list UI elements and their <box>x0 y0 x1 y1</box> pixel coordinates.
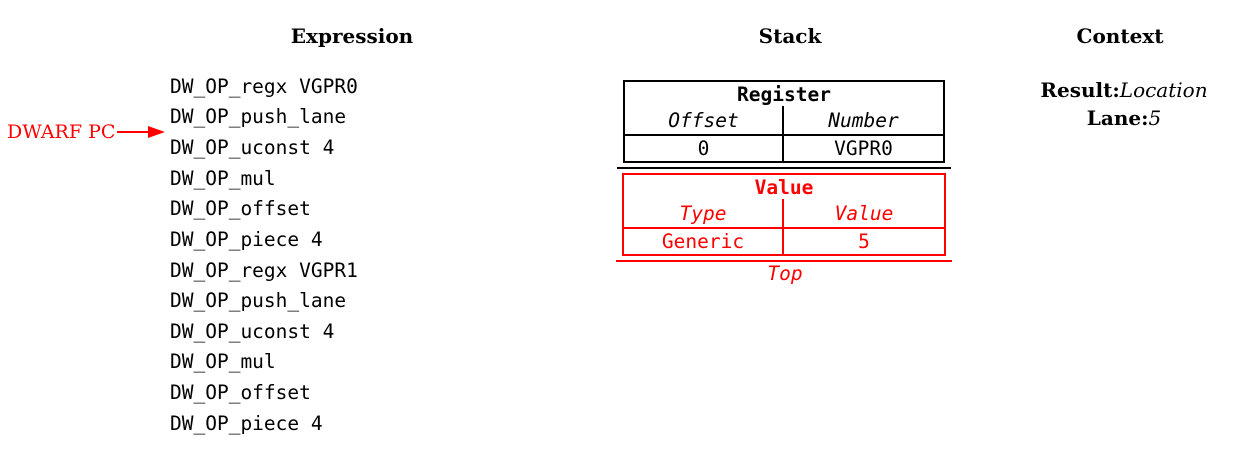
expression-op: DW_OP_mul <box>170 166 276 190</box>
expression-op: DW_OP_offset <box>170 381 311 405</box>
register-offset-header: Offset <box>625 106 784 134</box>
expression-op: DW_OP_piece 4 <box>170 411 323 435</box>
register-number-value: VGPR0 <box>784 134 943 161</box>
context-lane-field: Lane:5 <box>1087 108 1161 128</box>
expression-op: DW_OP_mul <box>170 350 276 374</box>
expression-op: DW_OP_regx VGPR1 <box>170 258 358 282</box>
expression-op: DW_OP_push_lane <box>170 289 347 313</box>
context-result-field: Result:Location <box>1040 80 1207 100</box>
value-value-header: Value <box>834 201 894 225</box>
stack-entry-register: Register Offset Number 0 VGPR0 <box>623 80 945 163</box>
value-entry-underline <box>616 260 952 262</box>
value-type-header: Type <box>624 199 784 227</box>
value-entry-title: Value <box>754 175 814 199</box>
expression-column-header: Expression <box>290 24 414 48</box>
dwarf-pc-label: DWARF PC <box>7 121 116 143</box>
stack-column-header: Stack <box>758 24 822 48</box>
arrow-right-icon <box>148 126 166 138</box>
result-label: Result: <box>1040 78 1120 102</box>
lane-label: Lane: <box>1086 106 1149 130</box>
expression-op: DW_OP_piece 4 <box>170 227 323 251</box>
register-number-header: Number <box>828 108 899 132</box>
register-entry-title: Register <box>737 82 831 106</box>
stack-top-label: Top <box>767 262 803 285</box>
expression-op: DW_OP_offset <box>170 197 311 221</box>
context-column-header: Context <box>1076 24 1164 48</box>
expression-op: DW_OP_uconst 4 <box>170 319 335 343</box>
expression-op: DW_OP_regx VGPR0 <box>170 74 358 98</box>
arrow-line <box>117 131 149 133</box>
expression-op: DW_OP_push_lane <box>170 105 347 129</box>
stack-entry-value: Value Type Value Generic 5 <box>622 173 946 256</box>
dwarf-pc-marker: DWARF PC <box>7 121 166 143</box>
value-type-value: Generic <box>624 227 784 254</box>
register-entry-grid: Offset Number 0 VGPR0 <box>625 106 943 161</box>
value-entry-grid: Type Value Generic 5 <box>624 199 944 254</box>
register-offset-value: 0 <box>625 134 784 161</box>
register-entry-underline <box>617 167 951 169</box>
expression-op: DW_OP_uconst 4 <box>170 136 335 160</box>
lane-value: 5 <box>1148 106 1162 130</box>
value-value-value: 5 <box>784 227 944 254</box>
result-value: Location <box>1119 78 1208 102</box>
